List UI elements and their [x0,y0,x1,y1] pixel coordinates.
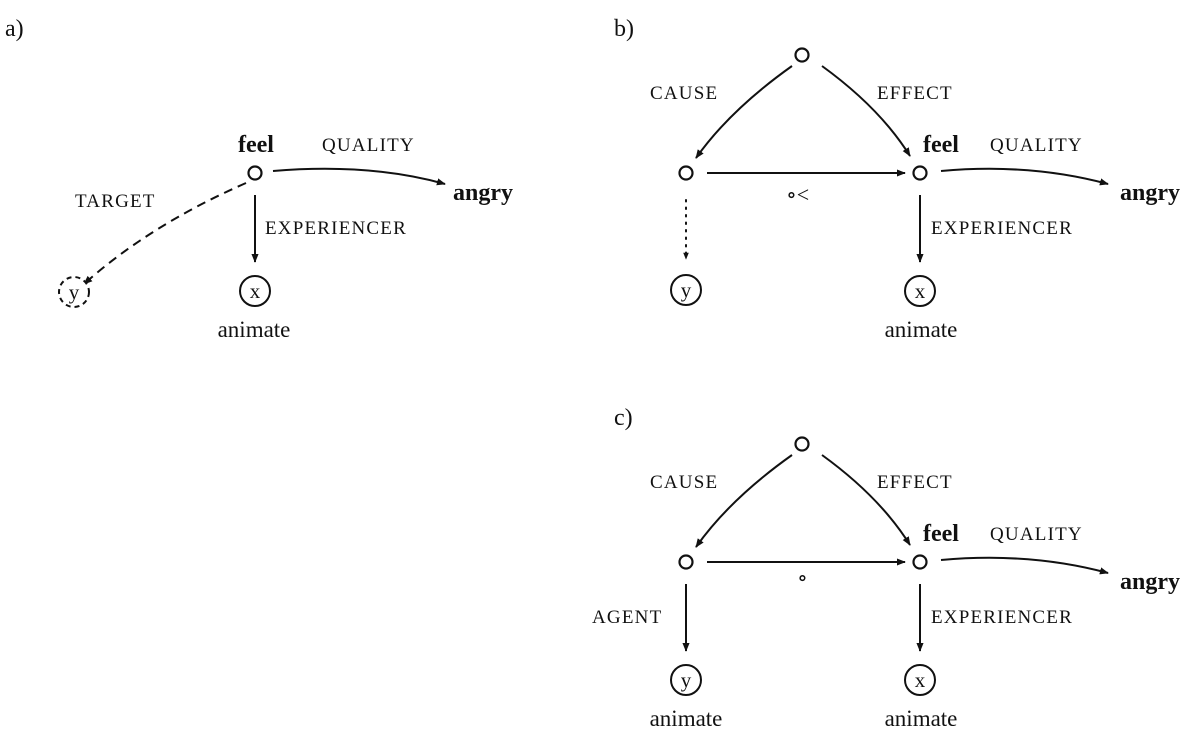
precedence-label: ∘< [786,182,809,207]
panel-b-label: b) [614,16,634,42]
angry-label: angry [1120,569,1180,595]
animate-x-label: animate [885,706,958,731]
feel-label: feel [238,132,274,158]
quality-edge-label: QUALITY [322,135,415,156]
x-circle [904,664,936,696]
panel-c-label: c) [614,405,633,431]
x-variable: x [250,279,261,303]
panel-b: b) CAUSE EFFECT ∘< feel QUALITY angry y … [614,16,1180,342]
feel-label: feel [923,132,959,158]
x-variable: x [915,668,926,692]
effect-edge-label: EFFECT [877,83,953,104]
y-circle-dashed [58,276,90,308]
angry-label: angry [1120,180,1180,206]
experiencer-edge-label: EXPERIENCER [931,607,1073,628]
cause-node [678,165,694,181]
quality-edge-label: QUALITY [990,524,1083,545]
cause-edge [695,65,793,159]
animate-x-label: animate [885,317,958,342]
x-variable: x [915,279,926,303]
quality-edge [272,167,446,186]
effect-edge [821,65,911,157]
feel-node [912,554,928,570]
y-variable: y [69,280,80,304]
feel-label: feel [923,521,959,547]
effect-edge-label: EFFECT [877,472,953,493]
cause-node [678,554,694,570]
precedence-label: ∘ [797,565,808,590]
effect-edge [821,454,911,546]
event-node [794,47,810,63]
event-node [794,436,810,452]
cause-edge-label: CAUSE [650,472,718,493]
experiencer-edge-label: EXPERIENCER [265,218,407,239]
feel-node [912,165,928,181]
animate-x-label: animate [218,317,291,342]
x-circle [239,275,271,307]
cause-edge [695,454,793,548]
cause-edge-label: CAUSE [650,83,718,104]
quality-edge [940,167,1109,186]
angry-label: angry [453,180,513,206]
panel-c: c) CAUSE EFFECT ∘ feel QUALITY angry AGE… [592,405,1180,731]
y-circle [670,664,702,696]
target-edge [83,182,247,285]
y-variable: y [681,278,692,302]
x-circle [904,275,936,307]
quality-edge-label: QUALITY [990,135,1083,156]
y-variable: y [681,668,692,692]
feel-node [247,165,263,181]
panel-a-label: a) [5,16,24,42]
quality-edge [940,556,1109,575]
experiencer-edge-label: EXPERIENCER [931,218,1073,239]
panel-a: a) feel QUALITY angry TARGET y EXPERIENC… [5,16,513,342]
target-edge-label: TARGET [75,191,156,212]
agent-edge-label: AGENT [592,607,662,628]
animate-y-label: animate [650,706,723,731]
y-circle [670,274,702,306]
